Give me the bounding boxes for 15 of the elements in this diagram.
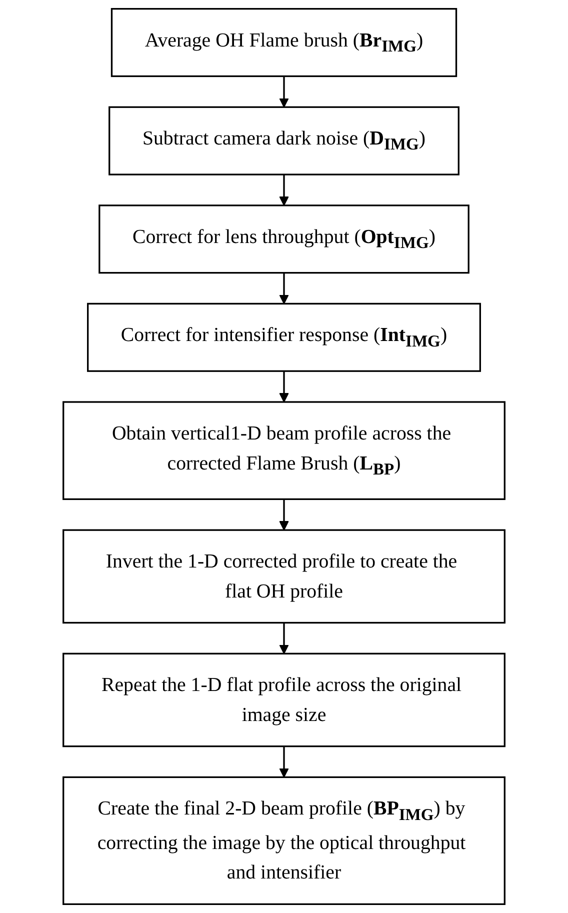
arrow xyxy=(279,371,289,402)
node-box: Average OH Flame brush (Br$_{IMG}$) xyxy=(110,8,458,78)
node-box: Subtract camera dark noise (D$_{IMG}$) xyxy=(108,106,460,176)
arrow xyxy=(279,272,289,304)
arrow xyxy=(279,76,289,108)
arrow xyxy=(279,622,289,654)
arrow xyxy=(279,174,289,206)
arrow xyxy=(279,746,289,778)
node-box: Obtain vertical1-D beam profile across the corrected Flame Brush (L$_{BP}$) xyxy=(62,401,506,500)
node-box: Correct for intensifier response (Int$_{IMG}$) xyxy=(87,302,481,372)
node-box: Create the final 2-D beam profile (BP$_{IMG}$) by correcting the image by the optical throughput and intensifier xyxy=(62,776,506,905)
arrow xyxy=(279,499,289,531)
node-box: Invert the 1-D corrected profile to create the flat OH profile xyxy=(62,529,506,624)
node-box: Repeat the 1-D flat profile across the original image size xyxy=(62,652,506,748)
node-box: Correct for lens throughput (Opt$_{IMG}$) xyxy=(98,204,470,274)
